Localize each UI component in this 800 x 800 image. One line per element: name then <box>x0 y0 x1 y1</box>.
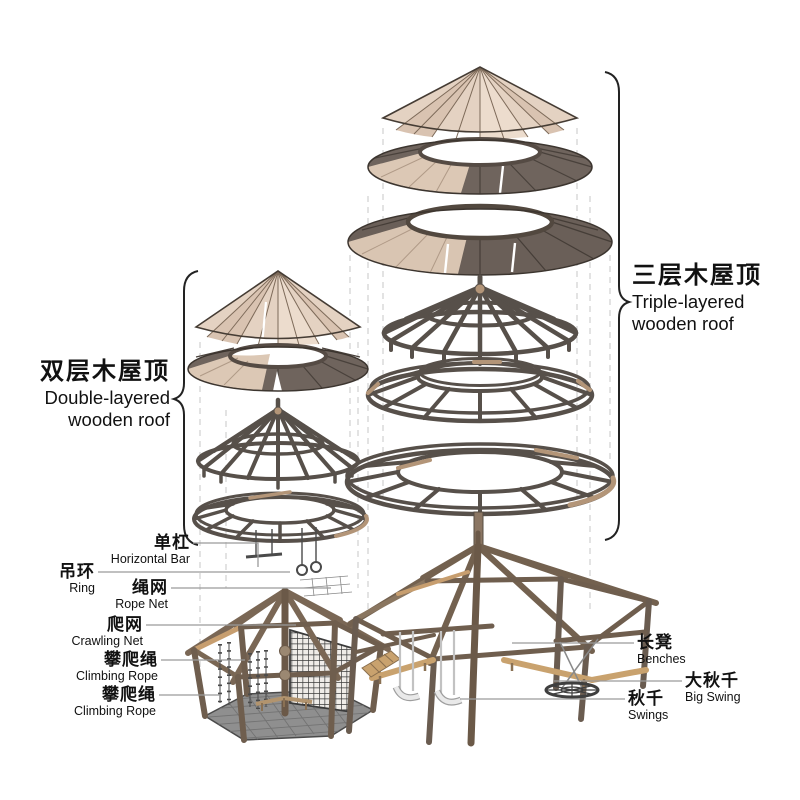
part-en: Horizontal Bar <box>110 552 190 566</box>
label-ring: 吊环 Ring <box>5 562 95 596</box>
part-en: Swings <box>628 708 669 722</box>
gym-ring <box>310 561 322 573</box>
triple-roof-title-en1: Triple-layered <box>632 291 745 312</box>
double-roof-frame-cone <box>196 397 360 490</box>
double-roof-frame-base <box>192 490 369 543</box>
part-zh: 攀爬绳 <box>104 650 158 669</box>
double-roof-title-en1: Double-layered <box>44 387 170 408</box>
double-roof-top-cone <box>194 270 362 347</box>
swing-frame <box>346 530 659 747</box>
label-climbing-rope-1: 攀爬绳 Climbing Rope <box>8 650 158 684</box>
part-en: Climbing Rope <box>76 669 158 683</box>
triple-roof-ring-upper <box>367 137 593 195</box>
pavilion-benches <box>255 695 313 711</box>
part-zh: 长凳 <box>637 633 673 652</box>
part-zh: 吊环 <box>59 562 95 581</box>
label-big-swing: 大秋千 Big Swing <box>685 671 800 705</box>
triple-roof-frame-base <box>344 442 617 517</box>
basket-swing <box>544 638 600 699</box>
label-double-roof: 双层木屋顶 Double-layered wooden roof <box>10 357 170 431</box>
part-en: Rope Net <box>115 597 168 611</box>
triple-roof-frame-cone <box>381 274 579 366</box>
brace-triple-roof <box>604 71 633 541</box>
triple-roof-title-zh: 三层木屋顶 <box>632 262 762 289</box>
label-benches: 长凳 Benches <box>637 633 757 667</box>
label-triple-roof: 三层木屋顶 Triple-layered wooden roof <box>632 261 800 335</box>
part-zh: 单杠 <box>154 533 190 552</box>
leader-horizontal-bar <box>193 542 259 567</box>
part-zh: 攀爬绳 <box>102 685 156 704</box>
part-en: Crawling Net <box>71 634 143 648</box>
part-zh: 爬网 <box>107 615 143 634</box>
part-zh: 大秋千 <box>685 671 739 690</box>
label-swings: 秋千 Swings <box>628 689 748 723</box>
label-crawling-net: 爬网 Crawling Net <box>0 615 143 649</box>
triple-roof-title-en2: wooden roof <box>632 313 734 334</box>
brace-double-roof <box>170 270 199 546</box>
hanging-equipment <box>245 527 353 597</box>
part-zh: 秋千 <box>628 689 664 708</box>
part-en: Big Swing <box>685 690 741 704</box>
label-rope-net: 绳网 Rope Net <box>18 578 168 612</box>
part-en: Climbing Rope <box>74 704 156 718</box>
label-horizontal-bar: 单杠 Horizontal Bar <box>40 533 190 567</box>
part-en: Benches <box>637 652 686 666</box>
triple-roof-frame-ring <box>365 357 595 424</box>
horizontal-bar <box>245 552 283 559</box>
double-roof-title-en2: wooden roof <box>68 409 170 430</box>
swing-straps <box>392 630 463 706</box>
part-en: Ring <box>69 581 95 595</box>
double-roof-ring <box>187 343 369 392</box>
double-roof-title-zh: 双层木屋顶 <box>40 358 170 385</box>
gym-ring <box>296 564 308 576</box>
rope-net <box>299 575 353 597</box>
label-climbing-rope-2: 攀爬绳 Climbing Rope <box>6 685 156 719</box>
hexagonal-pavilion <box>185 587 391 743</box>
climbing-ropes <box>218 642 268 709</box>
part-zh: 绳网 <box>132 578 168 597</box>
triple-roof-top-cone <box>380 66 580 140</box>
triple-roof-ring-lower <box>347 203 613 276</box>
